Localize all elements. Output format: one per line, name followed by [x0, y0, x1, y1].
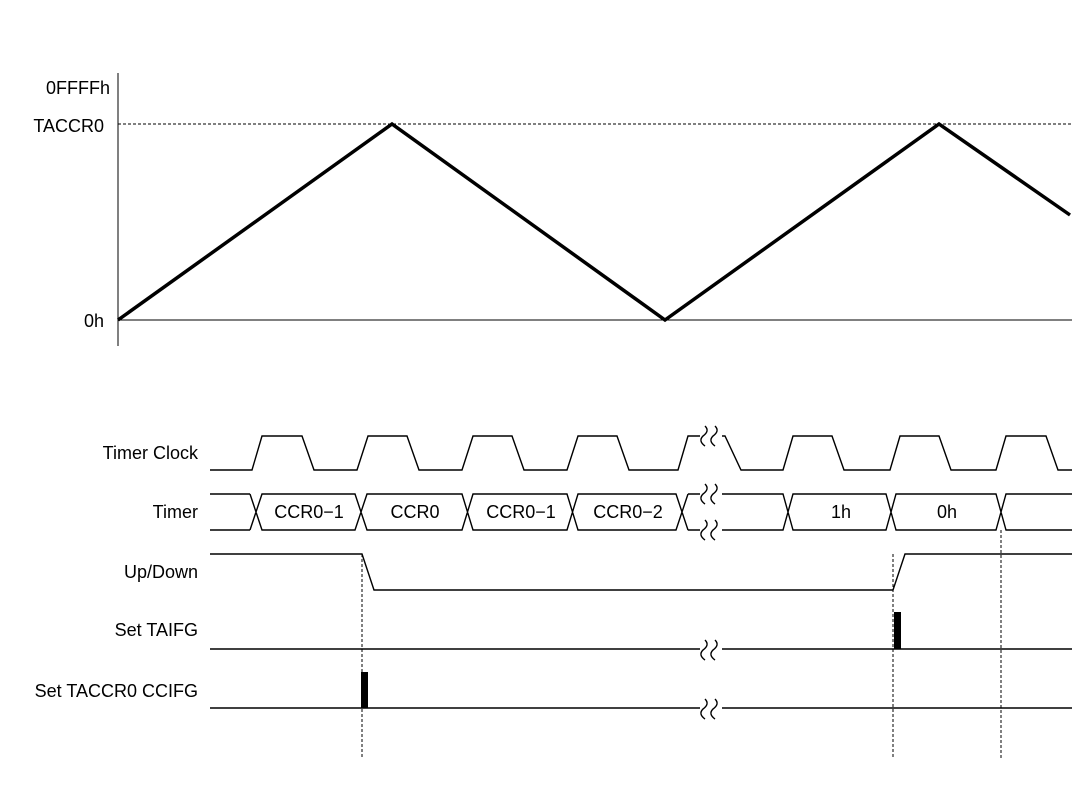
taifg-break-mark: [700, 639, 718, 661]
signal-label-set-taccr0-ccifg: Set TACCR0 CCIFG: [35, 681, 198, 701]
signal-label-up-down: Up/Down: [124, 562, 198, 582]
timer-value-ccr0-minus-1-a: CCR0−1: [274, 502, 344, 522]
y-label-max: 0FFFFh: [46, 78, 110, 98]
set-ccifg-signal: [210, 672, 1072, 721]
timer-break-mark-bottom: [700, 519, 718, 541]
signal-label-set-taifg: Set TAIFG: [115, 620, 198, 640]
ccifg-break-mark: [700, 698, 718, 720]
counter-triangle-waveform: [116, 121, 1071, 323]
timer-value-ccr0-minus-1-b: CCR0−1: [486, 502, 556, 522]
set-taifg-signal: [210, 612, 1072, 662]
timer-value-ccr0: CCR0: [390, 502, 439, 522]
timing-markers: [361, 530, 1002, 758]
signal-label-timer: Timer: [153, 502, 198, 522]
timer-bus-waveform: [249, 493, 1072, 531]
clock-break-mark: [700, 425, 718, 447]
timer-value-0h: 0h: [937, 502, 957, 522]
y-label-zero: 0h: [84, 311, 104, 331]
counter-graph: 0FFFFh TACCR0 0h: [33, 73, 1072, 346]
y-label-taccr0: TACCR0: [33, 116, 104, 136]
timer-clock-waveform: [210, 435, 1072, 471]
timer-value-ccr0-minus-2: CCR0−2: [593, 502, 663, 522]
signal-labels: Timer Clock Timer Up/Down Set TAIFG Set …: [35, 443, 199, 701]
taifg-pulse: [894, 612, 901, 649]
timer-bus-signal: CCR0−1 CCR0 CCR0−1 CCR0−2 1h 0h: [210, 483, 1072, 541]
timer-clock-signal: [210, 424, 1072, 471]
up-down-waveform: [210, 553, 1072, 591]
timer-break-mark-top: [700, 483, 718, 505]
ccifg-pulse: [361, 672, 368, 708]
timer-value-1h: 1h: [831, 502, 851, 522]
signal-label-timer-clock: Timer Clock: [103, 443, 199, 463]
